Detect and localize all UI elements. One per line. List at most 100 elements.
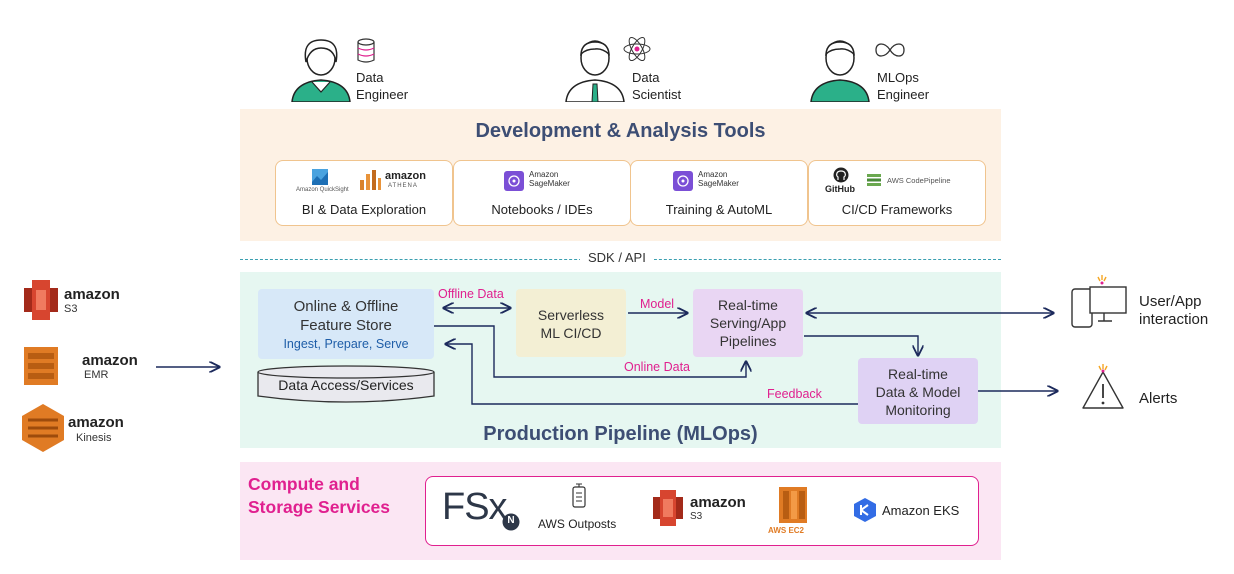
mlops-engineer-avatar-icon: [810, 40, 870, 102]
serverless-text: Serverless ML CI/CD: [516, 306, 626, 342]
realtime-serving-box[interactable]: Real-time Serving/App Pipelines: [693, 289, 803, 357]
monitoring-box[interactable]: Real-time Data & Model Monitoring: [858, 358, 978, 424]
atom-icon: [623, 36, 651, 62]
dev-tools-title: Development & Analysis Tools: [475, 120, 766, 142]
feature-store-title: Online & Offline Feature Store: [258, 297, 434, 335]
production-pipeline-title: Production Pipeline (MLOps): [483, 423, 758, 445]
s3-logo-icon: [24, 280, 58, 320]
codepipeline-logo-icon: [867, 174, 881, 186]
s3-brand-text: amazon: [690, 494, 746, 511]
persona-line2: Scientist: [632, 87, 682, 102]
source-kinesis: amazon Kinesis: [20, 402, 140, 456]
tool-card-cicd[interactable]: GitHub AWS CodePipeline CI/CD Frameworks: [808, 160, 986, 226]
user-interaction-line1: User/App: [1139, 293, 1202, 310]
fsx-logo-text: FSx: [442, 486, 508, 528]
sagemaker-logo-icon: [673, 171, 693, 191]
quicksight-logo-icon: [312, 169, 328, 185]
kinesis-logo-icon: [22, 404, 64, 452]
infinity-icon: [875, 43, 905, 57]
online-data-label: Online Data: [624, 360, 691, 374]
sagemaker-line2: SageMaker: [698, 179, 739, 188]
feature-store-sub: Ingest, Prepare, Serve: [283, 337, 409, 351]
persona-line1: Data: [632, 70, 660, 85]
persona-mlops-engineer: MLOps Engineer: [807, 36, 947, 102]
athena-brand-text: amazon: [385, 170, 426, 182]
realtime-serving-line3: Pipelines: [719, 333, 777, 349]
realtime-serving-text: Real-time Serving/App Pipelines: [693, 296, 803, 350]
tool-card-bi[interactable]: Amazon QuickSight amazon ATHENA BI & Dat…: [275, 160, 453, 226]
athena-name-text: ATHENA: [388, 183, 418, 189]
compute-title-line2: Storage Services: [248, 497, 391, 517]
emr-logo-icon: [24, 347, 58, 385]
tool-card-training[interactable]: Amazon SageMaker Training & AutoML: [630, 160, 808, 226]
persona-line1: Data: [356, 70, 384, 85]
source-brand: amazon: [68, 414, 124, 431]
persona-line2: Engineer: [877, 87, 930, 102]
user-interaction-line2: interaction: [1139, 311, 1209, 328]
online-data-arrow: [434, 325, 746, 378]
serving-to-monitor-arrow: [804, 335, 918, 355]
eks-label: Amazon EKS: [882, 503, 960, 518]
serverless-line1: Serverless: [537, 307, 605, 323]
tool-label: Notebooks / IDEs: [491, 202, 593, 217]
source-emr: amazon EMR: [20, 345, 140, 391]
sagemaker-logo-icon: [504, 171, 524, 191]
outposts-logo-icon: [572, 483, 586, 508]
monitoring-line3: Monitoring: [885, 402, 951, 418]
sagemaker-line2: SageMaker: [529, 179, 570, 188]
monitoring-text: Real-time Data & Model Monitoring: [858, 365, 978, 419]
source-name: EMR: [84, 369, 109, 381]
ec2-label: AWS EC2: [768, 526, 805, 535]
source-brand: amazon: [64, 286, 120, 303]
feedback-label: Feedback: [767, 387, 822, 401]
sagemaker-text: Amazon SageMaker: [529, 170, 570, 188]
source-name: Kinesis: [76, 432, 112, 444]
outposts-label: AWS Outposts: [538, 517, 617, 531]
persona-label: Data Engineer: [356, 69, 408, 103]
tool-label: BI & Data Exploration: [301, 202, 427, 217]
source-brand: amazon: [82, 352, 138, 369]
persona-data-engineer: Data Engineer: [288, 36, 428, 102]
compute-services-card: FSx N AWS Outposts amazon S3 AWS EC2 Ama…: [425, 476, 979, 546]
monitoring-line2: Data & Model: [875, 384, 961, 400]
sagemaker-text: Amazon SageMaker: [698, 170, 739, 188]
ec2-logo-icon: [779, 487, 807, 523]
feedback-arrow: [446, 344, 858, 405]
tool-card-notebooks[interactable]: Amazon SageMaker Notebooks / IDEs: [453, 160, 631, 226]
serverless-line2: ML CI/CD: [540, 325, 602, 341]
serverless-ci-cd-box[interactable]: Serverless ML CI/CD: [516, 289, 626, 357]
offline-data-label: Offline Data: [438, 287, 504, 301]
tool-label: Training & AutoML: [665, 202, 773, 217]
data-access-label: Data Access/Services: [278, 377, 414, 393]
alert-icon: [1082, 364, 1124, 409]
user-interaction-label: User/App interaction: [1139, 293, 1208, 329]
persona-label: Data Scientist: [632, 69, 681, 103]
feature-store-box[interactable]: Online & Offline Feature Store Ingest, P…: [258, 289, 434, 359]
athena-logo-icon: [360, 170, 381, 190]
data-scientist-avatar-icon: [565, 40, 625, 102]
persona-line2: Engineer: [356, 87, 409, 102]
sdk-api-label: SDK / API: [580, 250, 654, 265]
devices-icon: [1071, 275, 1127, 328]
netapp-badge-letter: N: [507, 515, 515, 526]
github-logo-icon: [833, 167, 849, 183]
realtime-serving-line2: Serving/App: [709, 315, 787, 331]
persona-data-scientist: Data Scientist: [562, 36, 702, 102]
compute-title-line1: Compute and: [248, 474, 360, 494]
s3-name-text: S3: [690, 511, 703, 522]
persona-line1: MLOps: [877, 70, 919, 85]
monitoring-line1: Real-time: [888, 366, 948, 382]
tool-label: CI/CD Frameworks: [841, 202, 953, 217]
source-s3: amazon S3: [22, 280, 142, 324]
s3-logo-icon: [653, 490, 683, 526]
feature-store-line1: Online & Offline: [293, 298, 399, 315]
feature-store-line2: Feature Store: [300, 317, 392, 334]
data-access-cylinder[interactable]: [256, 364, 436, 406]
realtime-serving-line1: Real-time: [718, 297, 778, 313]
data-engineer-avatar-icon: [291, 39, 351, 102]
source-name: S3: [64, 303, 78, 315]
sagemaker-line1: Amazon: [529, 170, 559, 179]
sagemaker-line1: Amazon: [698, 170, 728, 179]
github-text: GitHub: [825, 184, 855, 194]
database-icon: [357, 38, 375, 63]
